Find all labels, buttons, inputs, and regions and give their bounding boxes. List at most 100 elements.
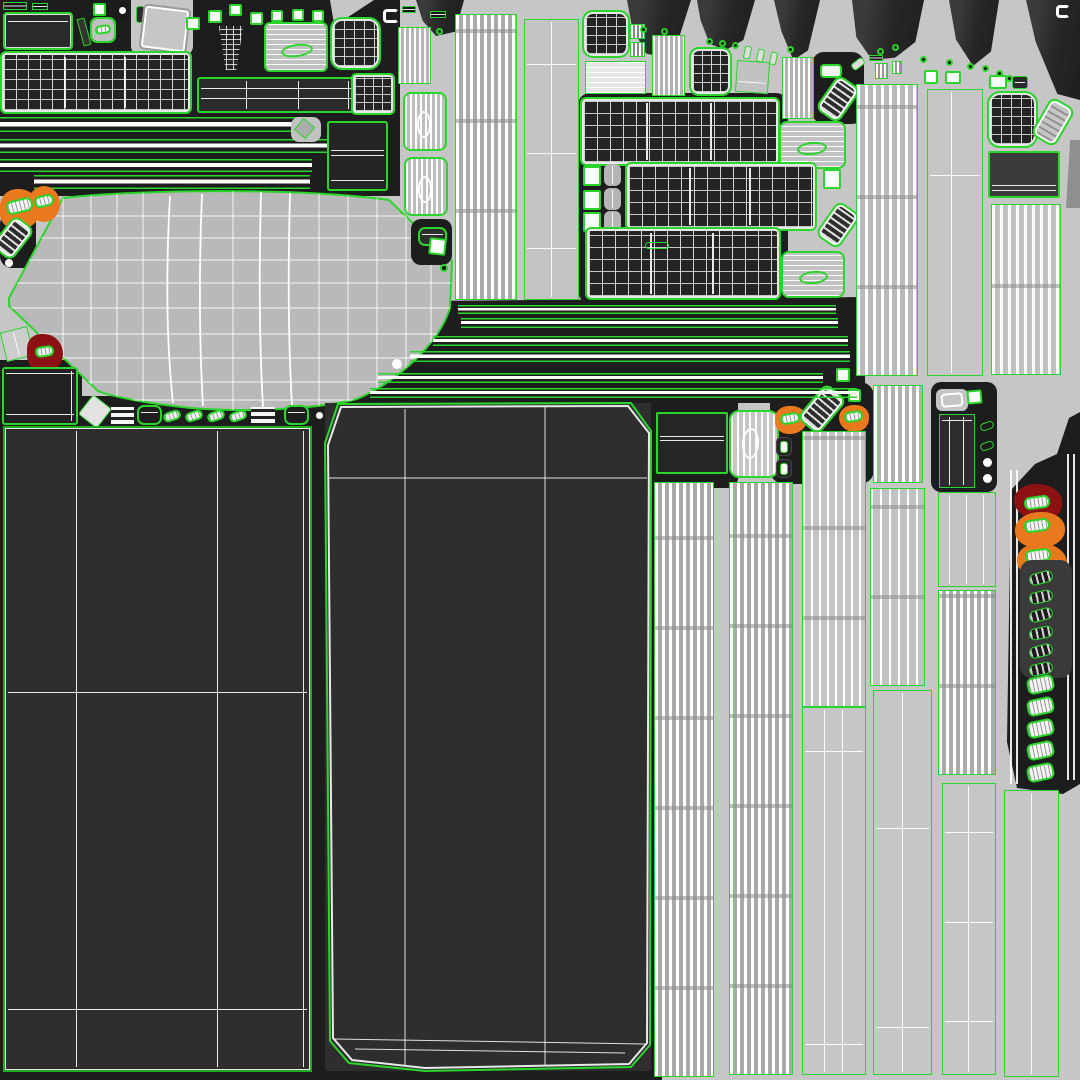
st-dot-2	[661, 28, 668, 35]
wire-vline	[901, 693, 903, 1072]
dark-panel-left	[2, 367, 78, 425]
sq-row-1	[186, 17, 200, 30]
pillstrip-line-left	[1009, 468, 1019, 786]
center-strip-4	[410, 351, 850, 362]
c-bracket-2	[1056, 5, 1070, 18]
sq-row-5	[271, 10, 283, 22]
w1-wheel	[779, 121, 846, 169]
wire-hline	[660, 440, 724, 442]
t4-column	[782, 57, 814, 119]
wire-hline	[288, 411, 305, 413]
hstrip-b	[0, 139, 332, 153]
wire-hline	[945, 832, 993, 834]
tr-column	[991, 204, 1061, 375]
stalactite-6	[949, 0, 999, 66]
wire-hline	[331, 180, 384, 182]
hlines-block	[585, 61, 646, 94]
wire-hline	[201, 97, 389, 99]
sq-row-2	[208, 10, 222, 23]
wire-vline	[949, 495, 951, 584]
dark-box-right	[327, 121, 388, 191]
white-rrect-c4	[940, 392, 964, 408]
c-bracket	[383, 9, 399, 23]
dot-c4-2	[983, 474, 992, 483]
green-dash	[645, 242, 669, 249]
hood-uv-island	[3, 188, 455, 414]
wire-hline	[8, 21, 68, 23]
wire-hline	[527, 152, 576, 154]
tiny-label-4	[430, 11, 446, 18]
strip-dot	[392, 359, 402, 369]
sq-tr-2	[989, 75, 1007, 89]
wire-vline	[611, 166, 613, 184]
dome-dot-core	[119, 7, 126, 14]
wire-hline	[527, 63, 576, 65]
green-tall-rect	[939, 414, 975, 488]
c3-bottom	[802, 707, 866, 1075]
c4-mid	[870, 488, 925, 686]
wire-vline	[76, 431, 78, 1067]
wire-hline	[1015, 81, 1025, 83]
wire-vline	[749, 168, 752, 225]
wire-hline	[945, 922, 993, 924]
wire-vline	[63, 57, 66, 108]
long-panel-wire-end	[351, 73, 395, 115]
sq-row-6	[292, 9, 304, 21]
wire-vline	[611, 190, 613, 208]
graychip-2	[604, 188, 621, 210]
ministripe-left	[398, 27, 431, 84]
gray-quad	[734, 59, 771, 95]
wire-hline	[945, 1020, 993, 1022]
tip-dot-5	[967, 63, 974, 70]
wiresq-m2	[689, 47, 732, 96]
gray-chip-c4	[936, 389, 968, 411]
wire-vline	[842, 710, 844, 1072]
c4-bottom	[873, 690, 932, 1075]
dot-a	[440, 264, 448, 272]
wire-hline	[805, 750, 863, 752]
hstrip-a	[0, 117, 310, 132]
z-chip	[945, 71, 961, 84]
dot-top	[436, 28, 443, 35]
wire-vline	[303, 431, 305, 1067]
wire-hline	[930, 174, 980, 176]
st-dot-4	[719, 40, 726, 47]
wire-hline	[8, 1009, 307, 1011]
c1-column	[654, 482, 714, 1077]
wire-hline	[6, 373, 74, 375]
wire-vline	[712, 233, 715, 294]
sq-row-7	[312, 10, 324, 22]
left-big-panel	[3, 426, 312, 1072]
vpill-core-1	[780, 441, 788, 453]
wire-vline	[70, 371, 72, 421]
wire-vline	[550, 22, 552, 297]
wire-vline	[1072, 454, 1075, 780]
wire-vline	[650, 233, 653, 294]
stalactite-5	[852, 0, 924, 60]
st-dot-6	[787, 46, 794, 53]
sqcol-2	[583, 190, 601, 210]
mini-square-white	[93, 3, 106, 16]
panel-tr	[988, 151, 1060, 198]
hstrip-c	[0, 159, 312, 172]
w2-wheel	[781, 251, 845, 298]
c5-upper	[938, 492, 996, 587]
right-edge-wedge	[1066, 140, 1080, 208]
wiresq-topleft-right	[330, 17, 381, 70]
wiresq-tr	[987, 91, 1038, 148]
wire-vline	[13, 332, 20, 356]
wire-hline	[8, 691, 307, 693]
wire-hline	[805, 1043, 863, 1045]
wire-hline	[738, 81, 766, 84]
center-strip-1	[458, 305, 836, 314]
wire-hline	[992, 189, 1056, 191]
hbars-2	[251, 407, 275, 423]
bottle-m3	[813, 200, 863, 250]
wire-vline	[982, 495, 984, 584]
tip-dot-4	[946, 59, 953, 66]
sq-c4	[966, 389, 983, 405]
c6-plain	[1004, 790, 1059, 1077]
st-dot-5	[732, 42, 739, 49]
c2-column	[729, 482, 793, 1075]
label-tr	[869, 55, 883, 61]
